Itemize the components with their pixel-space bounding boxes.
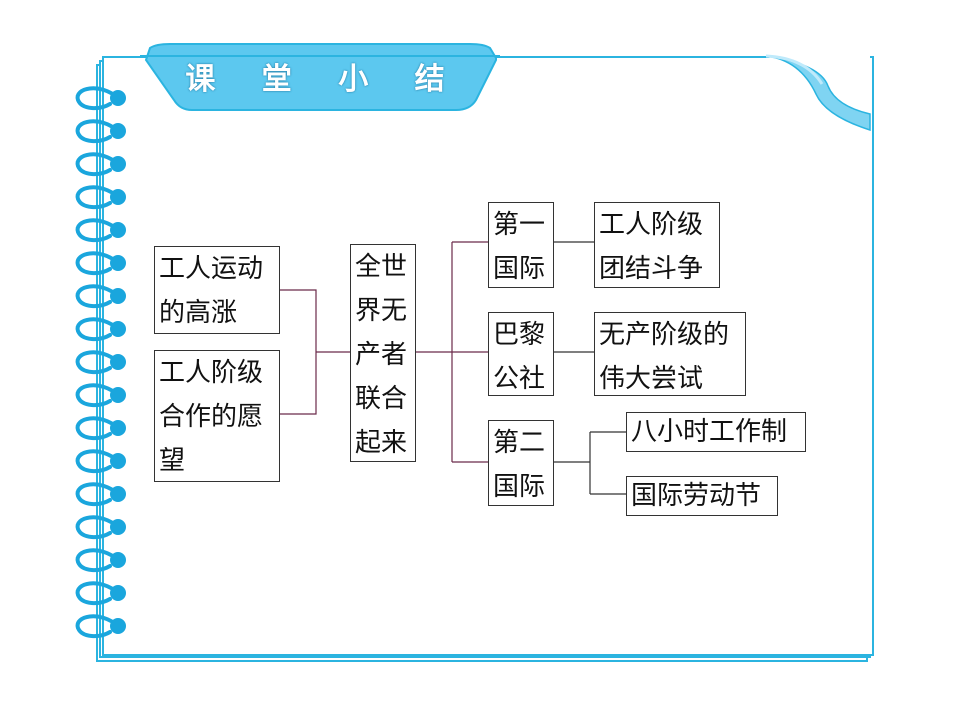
page-curl-icon xyxy=(766,54,871,132)
spiral-ring-icon xyxy=(75,119,126,144)
spiral-ring-icon xyxy=(75,86,126,111)
branch-box-1: 第一 国际 xyxy=(488,202,554,288)
spiral-ring-icon xyxy=(75,185,126,210)
spiral-ring-icon xyxy=(75,284,126,309)
center-box: 全世 界无 产者 联合 起来 xyxy=(350,244,416,462)
spiral-ring-icon xyxy=(75,383,126,408)
spiral-ring-icon xyxy=(75,548,126,573)
spiral-ring-icon xyxy=(75,152,126,177)
branch3-result-connector xyxy=(554,431,626,495)
result-box-1: 工人阶级 团结斗争 xyxy=(594,202,720,288)
spiral-ring-icon xyxy=(75,317,126,342)
result-box-3a: 八小时工作制 xyxy=(626,412,806,452)
cause-connector xyxy=(280,289,317,415)
branch-box-3: 第二 国际 xyxy=(488,420,554,506)
spiral-ring-icon xyxy=(75,515,126,540)
header-tab xyxy=(140,43,500,111)
result-box-2: 无产阶级的 伟大尝试 xyxy=(594,312,746,396)
spiral-ring-icon xyxy=(75,218,126,243)
spiral-ring-icon xyxy=(75,449,126,474)
spiral-ring-icon xyxy=(75,614,126,639)
spiral-ring-icon xyxy=(75,251,126,276)
spiral-ring-icon xyxy=(75,482,126,507)
header-title: 课 堂 小 结 xyxy=(185,62,463,97)
branch-box-2: 巴黎 公社 xyxy=(488,312,554,396)
cause-box-1: 工人运动 的高涨 xyxy=(154,246,280,334)
spiral-ring-icon xyxy=(75,416,126,441)
result-box-3b: 国际劳动节 xyxy=(626,476,778,516)
cause-box-2: 工人阶级 合作的愿 望 xyxy=(154,350,280,482)
spiral-ring-icon xyxy=(75,581,126,606)
spiral-ring-icon xyxy=(75,350,126,375)
spiral-ring-icon xyxy=(75,86,126,639)
